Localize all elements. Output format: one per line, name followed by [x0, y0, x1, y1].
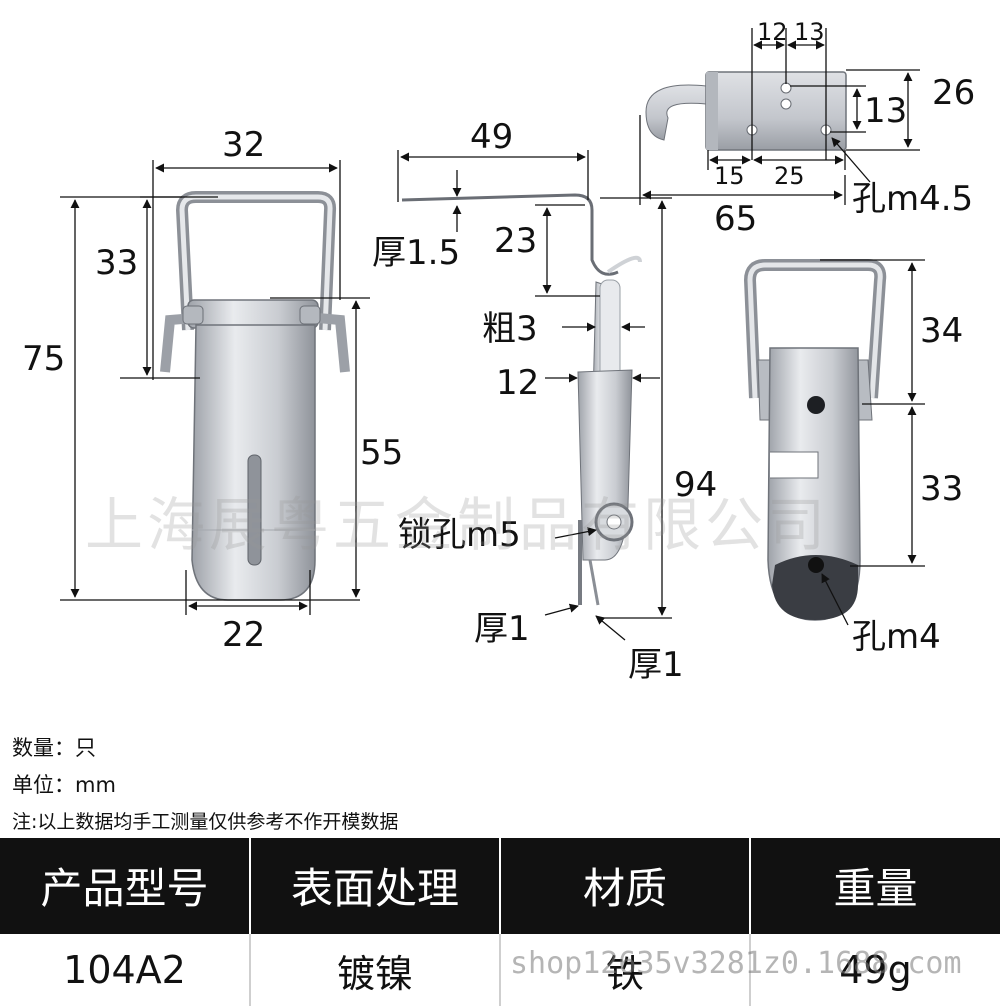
latch-diagram [60, 28, 925, 641]
dim-back-33: 33 [920, 469, 964, 509]
dim-front-total-height: 75 [22, 339, 66, 379]
note-quantity: 数量：只 [12, 736, 96, 760]
front-latch [160, 191, 350, 601]
top-bracket [645, 71, 847, 151]
value-finish: 镀镍 [250, 932, 501, 1006]
dim-side-thickness-a: 厚1.5 [372, 233, 461, 273]
dim-side-lock-hole: 锁孔m5 [398, 515, 521, 555]
dim-side-thickness-b: 厚1 [474, 609, 530, 649]
company-watermark: 上海展粤五金制品有限公司 [85, 491, 830, 559]
dim-side-gap: 12 [496, 363, 540, 403]
dim-front-plate-height: 55 [360, 433, 404, 473]
dim-top-26: 26 [932, 73, 976, 113]
dim-side-wire: 粗3 [482, 309, 538, 349]
header-finish: 表面处理 [250, 838, 501, 933]
header-model: 产品型号 [0, 838, 251, 933]
dim-top-25: 25 [774, 162, 805, 190]
dim-top-12: 12 [757, 18, 788, 46]
dim-side-offset: 23 [494, 221, 538, 261]
dim-top-hole: 孔m4.5 [852, 179, 974, 219]
dim-front-bottom-width: 22 [222, 615, 266, 655]
spec-header-row: 产品型号 表面处理 材质 重量 [0, 838, 1000, 933]
spec-value-row: 104A2 镀镍 铁 49g [0, 932, 1000, 1006]
note-unit: 单位：mm [12, 773, 116, 797]
value-model: 104A2 [0, 932, 251, 1006]
spec-table: 产品型号 表面处理 材质 重量 104A2 镀镍 铁 49g [0, 838, 1000, 1006]
header-weight: 重量 [750, 838, 1000, 933]
dim-top-65: 65 [714, 199, 758, 239]
dim-front-loop-height: 33 [95, 243, 139, 283]
dim-side-thickness-c: 厚1 [628, 645, 684, 685]
dim-back-34: 34 [920, 311, 964, 351]
dim-top-15: 15 [714, 162, 745, 190]
value-material: 铁 [500, 932, 751, 1006]
dim-front-width: 32 [222, 125, 266, 165]
dim-side-length: 49 [470, 117, 514, 157]
side-latch [401, 193, 642, 606]
back-latch [743, 259, 887, 621]
shop-watermark: shop12635v3281z0.1688.com [510, 946, 962, 981]
dim-top-13a: 13 [794, 18, 825, 46]
header-material: 材质 [500, 838, 751, 933]
dimension-lines [60, 28, 925, 641]
dim-back-hole: 孔m4 [852, 617, 941, 657]
dim-side-total: 94 [674, 465, 718, 505]
note-disclaimer: 注:以上数据均手工测量仅供参考不作开模数据 [12, 811, 399, 833]
value-weight: 49g [750, 932, 1000, 1006]
dim-top-13b: 13 [864, 91, 908, 131]
notes: 数量：只 单位：mm 注:以上数据均手工测量仅供参考不作开模数据 [12, 730, 398, 841]
